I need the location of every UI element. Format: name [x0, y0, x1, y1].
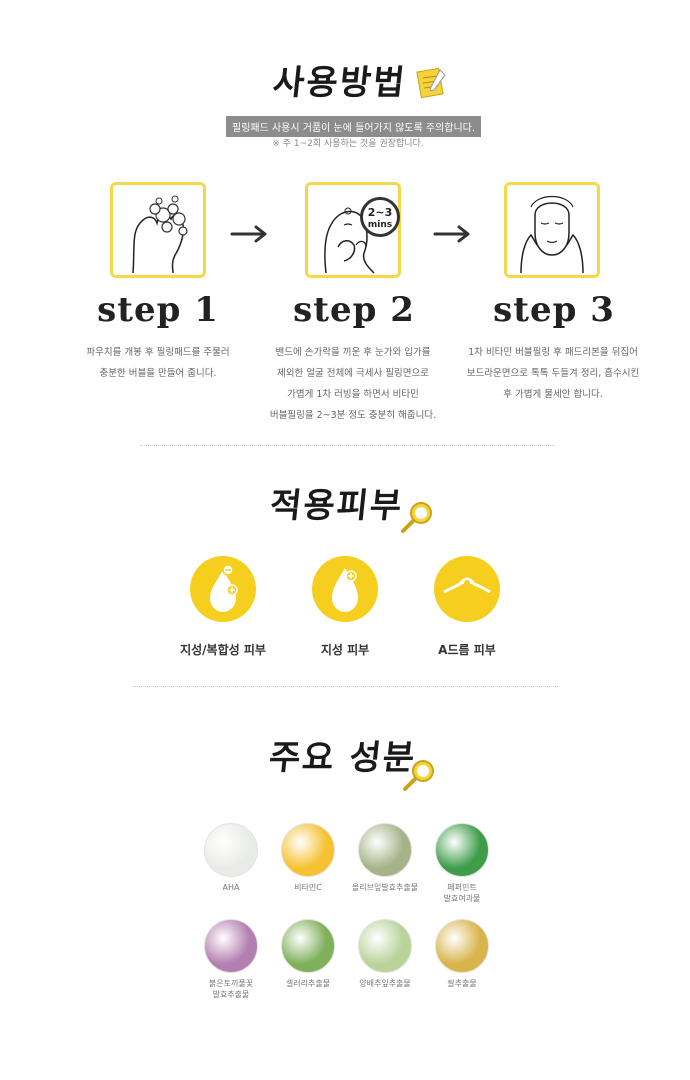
- ingredient-label-line: AHA: [222, 883, 240, 892]
- step-3-label: step 3: [493, 290, 615, 330]
- ingredient-label-line: 쌀추출물: [447, 979, 477, 988]
- step-1-label: step 1: [97, 290, 219, 330]
- ingredient-label: AHA: [191, 882, 271, 893]
- step-3-illustration: [504, 182, 600, 278]
- ingredient-celery-image: [281, 919, 335, 973]
- ingredient-label-line: 셀러리추출물: [285, 979, 331, 988]
- ingredient-label-line: 발효여과물: [443, 894, 481, 903]
- acne-skin-icon: [434, 556, 500, 622]
- ingredient-label-line: 양배추잎추출물: [359, 979, 411, 988]
- section-divider: [140, 445, 555, 446]
- ingredient-label: 쌀추출물: [422, 978, 502, 989]
- drop-minus-plus-icon: [210, 564, 238, 612]
- ingredient-label-line: 페퍼민트: [447, 883, 477, 892]
- ingredient-rice-image: [435, 919, 489, 973]
- step-2-label: step 2: [293, 290, 415, 330]
- hand-squeeze-bubble-icon: [132, 195, 188, 274]
- ingredient-label: 양배추잎추출물: [345, 978, 425, 989]
- ingredient-label: 페퍼민트 발효여과물: [422, 882, 502, 904]
- arrow-right-icon: [433, 225, 470, 243]
- arrow-right-icon: [230, 225, 267, 243]
- section-divider: [133, 686, 558, 687]
- skin-type-label: 지성/복합성 피부: [180, 643, 266, 657]
- ingredient-vitamin-c-image: [281, 823, 335, 877]
- magnifier-icon: [403, 760, 434, 791]
- step-1-illustration: [110, 182, 206, 278]
- oily-combination-skin-icon: [190, 556, 256, 622]
- pimple-icon: [443, 577, 491, 594]
- step-3-desc-line: 후 가볍게 물세안 합니다.: [503, 389, 603, 400]
- usage-warning-banner: 필링패드 사용시 거품이 눈에 들어가지 않도록 주의합니다.: [226, 116, 482, 137]
- ingredient-label: 붉은토끼풀꽃 발효추출물: [191, 978, 271, 1000]
- oily-skin-icon: [312, 556, 378, 622]
- memo-note-icon: [416, 67, 446, 99]
- skin-type-label: A드름 피부: [438, 643, 496, 657]
- ingredient-label-line: 붉은토끼풀꽃: [208, 979, 254, 988]
- ingredient-aha-image: [204, 823, 258, 877]
- ingredient-olive-leaf-image: [358, 823, 412, 877]
- ingredient-red-clover-image: [204, 919, 258, 973]
- face-pat-icon: [520, 195, 584, 274]
- ingredient-label: 셀러리추출물: [268, 978, 348, 989]
- ingredient-label-line: 비타민C: [294, 883, 322, 892]
- ingredient-label: 올리브잎발효추출물: [345, 882, 425, 893]
- step-2-desc-line: 밴드에 손가락을 끼운 후 눈가와 입가를: [275, 347, 431, 358]
- usage-frequency-note: ※ 주 1~2회 사용하는 것을 권장합니다.: [272, 139, 424, 149]
- step-2-desc-line: 제외한 얼굴 전체에 극세사 필링면으로: [277, 368, 429, 379]
- step-3-desc-line: 1차 비타민 버블필링 후 패드리본을 뒤집어: [468, 347, 638, 358]
- duration-badge: 2~3 mins: [360, 197, 400, 237]
- ingredient-label-line: 발효추출물: [212, 990, 250, 999]
- duration-badge-value: 2~3: [367, 206, 393, 219]
- magnifier-icon: [401, 502, 432, 533]
- step-2-desc-line: 버블필링을 2~3분 정도 충분히 해줍니다.: [269, 410, 437, 421]
- step-1-desc-line: 파우치를 개봉 후 필링패드를 주물러: [86, 347, 230, 358]
- step-1-description: 파우치를 개봉 후 필링패드를 주물러 충분한 버블을 만들어 줍니다.: [63, 342, 253, 384]
- skin-type-title: 적용피부: [267, 486, 406, 526]
- ingredient-peppermint-image: [435, 823, 489, 877]
- step-3-description: 1차 비타민 버블필링 후 패드리본을 뒤집어 보드라운면으로 톡톡 두들겨 정…: [458, 342, 648, 405]
- skin-type-label: 지성 피부: [320, 643, 370, 657]
- ingredient-label: 비타민C: [268, 882, 348, 893]
- step-2-description: 밴드에 손가락을 끼운 후 눈가와 입가를 제외한 얼굴 전체에 극세사 필링면…: [258, 342, 448, 426]
- step-1-desc-line: 충분한 버블을 만들어 줍니다.: [99, 368, 217, 379]
- ingredient-label-line: 올리브잎발효추출물: [351, 883, 419, 892]
- ingredient-cabbage-image: [358, 919, 412, 973]
- ingredients-title: 주요 성분: [267, 738, 419, 778]
- step-3-desc-line: 보드라운면으로 톡톡 두들겨 정리, 흡수시킨: [466, 368, 640, 379]
- duration-badge-unit: mins: [367, 220, 393, 230]
- usage-title: 사용방법: [270, 63, 409, 103]
- drop-plus-icon: [332, 568, 358, 612]
- step-2-desc-line: 가볍게 1차 러빙을 하면서 비타민: [287, 389, 419, 400]
